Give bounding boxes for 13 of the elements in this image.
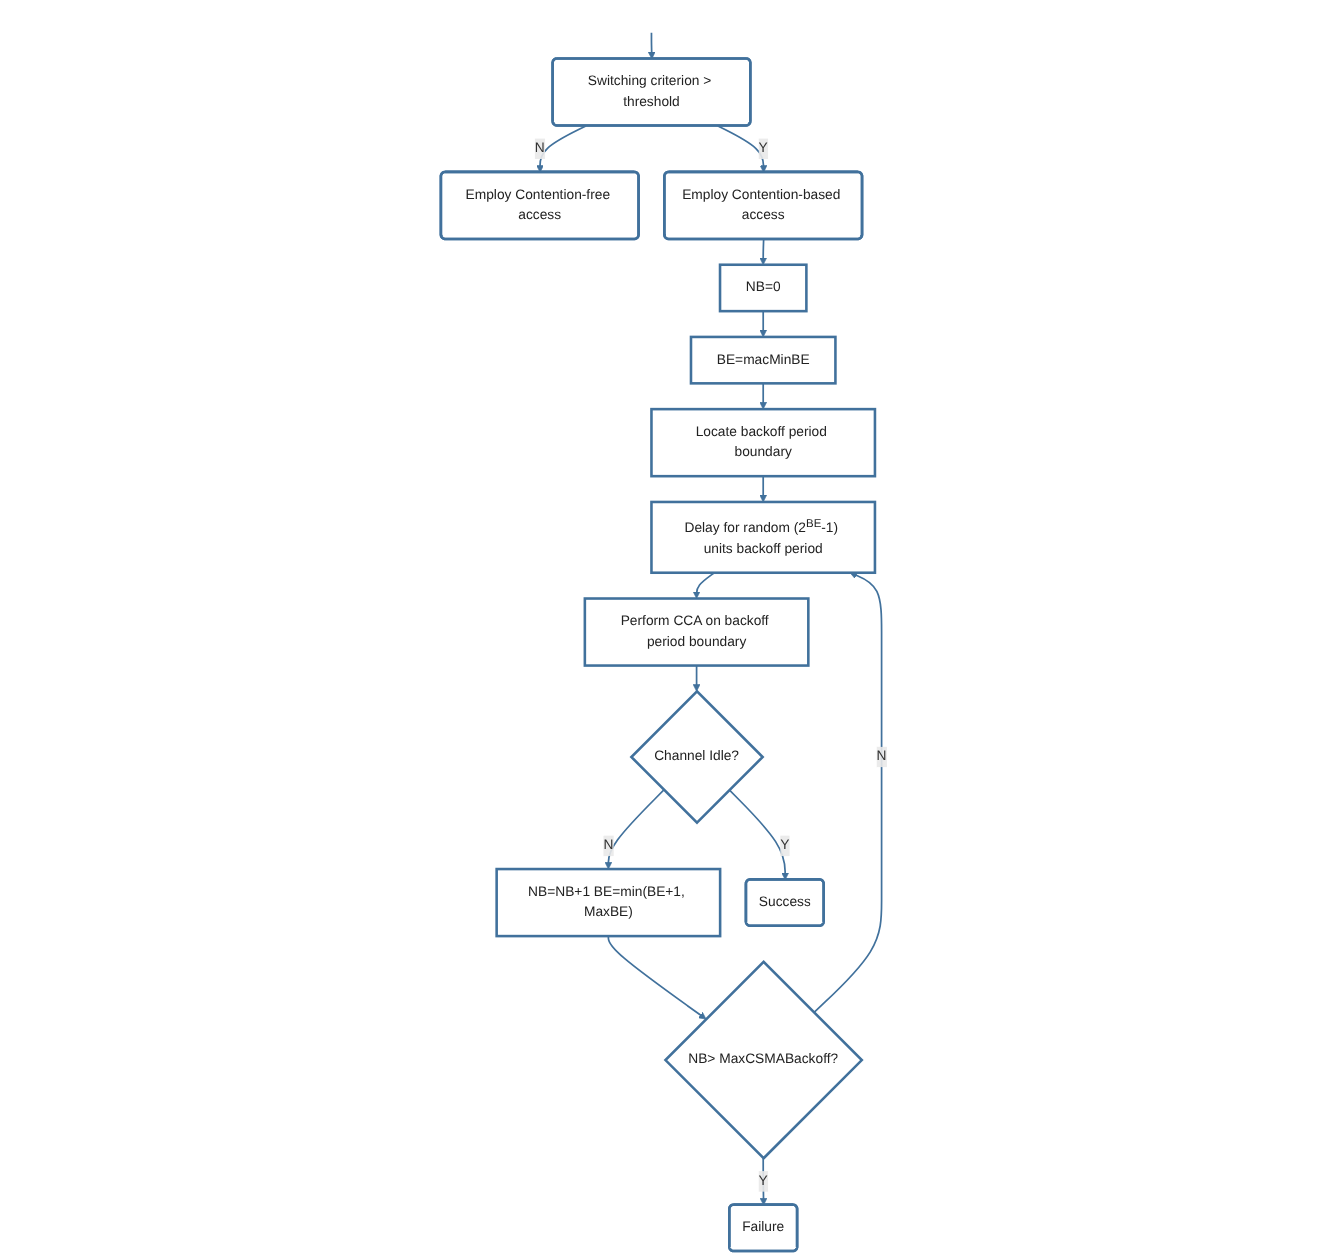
arrow xyxy=(604,789,666,870)
arrow xyxy=(607,935,707,1020)
arrow xyxy=(648,31,656,60)
arrow xyxy=(717,125,768,173)
arrow xyxy=(536,125,587,173)
arrow xyxy=(759,475,768,503)
arrow xyxy=(759,382,768,410)
arrow xyxy=(693,571,716,599)
arrow xyxy=(759,238,768,266)
arrow xyxy=(728,789,790,881)
arrow xyxy=(813,571,883,1014)
arrow xyxy=(759,310,768,338)
arrow xyxy=(693,664,701,692)
